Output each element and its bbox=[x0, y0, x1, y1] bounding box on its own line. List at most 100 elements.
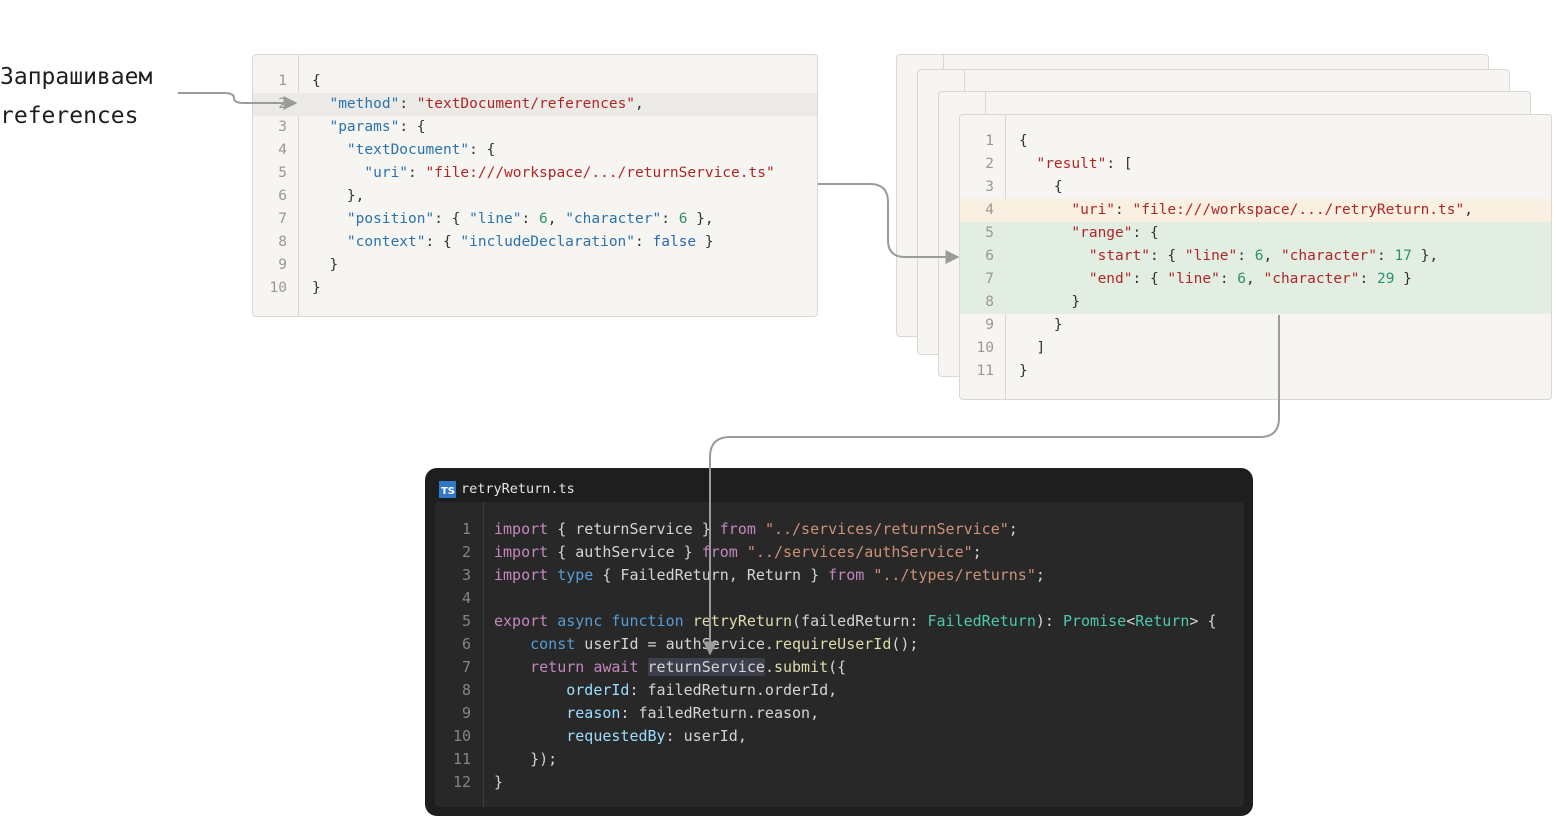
line-text: "params": { bbox=[312, 119, 426, 135]
line-text: import type { FailedReturn, Return } fro… bbox=[494, 566, 1045, 584]
line-number: 6 bbox=[461, 635, 471, 653]
line-text: "position": { "line": 6, "character": 6 … bbox=[312, 211, 714, 227]
response-line-7: 7 "end": { "line": 6, "character": 29 } bbox=[960, 268, 1551, 291]
line-number: 5 bbox=[985, 225, 994, 241]
line-number: 6 bbox=[985, 248, 994, 264]
request-line-8: 8 "context": { "includeDeclaration": fal… bbox=[253, 231, 817, 254]
line-text: { bbox=[1019, 133, 1028, 149]
line-text: reason: failedReturn.reason, bbox=[566, 704, 820, 722]
response-line-4: 4 "uri": "file:///workspace/.../retryRet… bbox=[960, 199, 1551, 222]
line-text: } bbox=[1019, 363, 1028, 379]
line-number: 9 bbox=[278, 257, 287, 273]
request-line-7: 7 "position": { "line": 6, "character": … bbox=[253, 208, 817, 231]
line-number: 7 bbox=[985, 271, 994, 287]
response-line-2: 2 "result": [ bbox=[960, 153, 1551, 176]
line-number: 3 bbox=[461, 566, 471, 584]
line-text: export async function retryReturn(failed… bbox=[494, 612, 1217, 630]
line-number: 2 bbox=[461, 543, 471, 561]
line-text: } bbox=[312, 257, 339, 273]
line-text: "start": { "line": 6, "character": 17 }, bbox=[1019, 248, 1439, 264]
code-editor: TS retryReturn.ts 1 import { returnServic… bbox=[425, 468, 1253, 816]
line-text: "textDocument": { bbox=[312, 142, 496, 158]
line-text: import { authService } from "../services… bbox=[494, 543, 982, 561]
line-number: 7 bbox=[278, 211, 287, 227]
request-line-5: 5 "uri": "file:///workspace/.../returnSe… bbox=[253, 162, 817, 185]
response-line-5: 5 "range": { bbox=[960, 222, 1551, 245]
line-text: } bbox=[1019, 317, 1063, 333]
line-text: "range": { bbox=[1019, 225, 1159, 241]
line-number: 5 bbox=[278, 165, 287, 181]
line-number: 9 bbox=[461, 704, 471, 722]
line-number: 8 bbox=[278, 234, 287, 250]
response-line-9: 9 } bbox=[960, 314, 1551, 337]
line-number: 3 bbox=[278, 119, 287, 135]
request-line-10: 10} bbox=[253, 277, 817, 300]
request-line-2: 2 "method": "textDocument/references", bbox=[253, 93, 817, 116]
editor-line-3: 3 import type { FailedReturn, Return } fr… bbox=[435, 564, 1244, 587]
line-number: 7 bbox=[461, 658, 471, 676]
line-text: orderId: failedReturn.orderId, bbox=[566, 681, 838, 699]
response-line-11: 11} bbox=[960, 360, 1551, 383]
line-text: } bbox=[1019, 294, 1081, 310]
line-text: }); bbox=[494, 750, 558, 768]
annotation-line-2: references bbox=[0, 103, 139, 129]
line-text: "uri": "file:///workspace/.../retryRetur… bbox=[1019, 202, 1473, 218]
line-text: { bbox=[312, 73, 321, 89]
line-text: const userId = authService.requireUserId… bbox=[530, 635, 919, 653]
editor-tab-title: retryReturn.ts bbox=[461, 481, 575, 497]
line-number: 1 bbox=[985, 133, 994, 149]
line-text: ] bbox=[1019, 340, 1046, 356]
line-number: 3 bbox=[985, 179, 994, 195]
response-line-10: 10 ] bbox=[960, 337, 1551, 360]
editor-line-4: 4 bbox=[435, 587, 1244, 610]
line-number: 6 bbox=[278, 188, 287, 204]
editor-body[interactable]: 1 import { returnService } from "../servi… bbox=[435, 502, 1244, 807]
response-line-8: 8 } bbox=[960, 291, 1551, 314]
line-text: "result": [ bbox=[1019, 156, 1133, 172]
line-text: "method": "textDocument/references", bbox=[312, 96, 644, 112]
line-text: { bbox=[1019, 179, 1063, 195]
editor-line-12: 12} bbox=[435, 771, 1244, 794]
response-json-panel: 1{2 "result": [3 {4 "uri": "file:///work… bbox=[959, 114, 1552, 400]
request-line-4: 4 "textDocument": { bbox=[253, 139, 817, 162]
line-number: 4 bbox=[985, 202, 994, 218]
editor-tab[interactable]: TS retryReturn.ts bbox=[439, 478, 575, 500]
typescript-file-icon: TS bbox=[439, 480, 456, 498]
editor-line-8: 8 orderId: failedReturn.orderId, bbox=[435, 679, 1244, 702]
line-text: import { returnService } from "../servic… bbox=[494, 520, 1018, 538]
line-number: 8 bbox=[985, 294, 994, 310]
line-number: 2 bbox=[985, 156, 994, 172]
line-number: 9 bbox=[985, 317, 994, 333]
editor-line-7: 7 return await returnService.submit({ bbox=[435, 656, 1244, 679]
annotation-label: Запрашиваем references bbox=[0, 58, 152, 136]
line-number: 1 bbox=[461, 520, 471, 538]
editor-line-5: 5 export async function retryReturn(faile… bbox=[435, 610, 1244, 633]
editor-line-9: 9 reason: failedReturn.reason, bbox=[435, 702, 1244, 725]
editor-line-2: 2 import { authService } from "../service… bbox=[435, 541, 1244, 564]
line-number: 10 bbox=[452, 727, 471, 745]
annotation-line-1: Запрашиваем bbox=[0, 64, 153, 90]
line-number: 10 bbox=[976, 340, 994, 356]
request-line-1: 1{ bbox=[253, 70, 817, 93]
line-number: 4 bbox=[278, 142, 287, 158]
line-number: 10 bbox=[269, 280, 287, 296]
line-text: } bbox=[312, 280, 321, 296]
line-number: 11 bbox=[452, 750, 471, 768]
line-number: 2 bbox=[278, 96, 287, 112]
editor-gutter bbox=[435, 502, 484, 807]
editor-line-1: 1 import { returnService } from "../servi… bbox=[435, 518, 1244, 541]
request-line-6: 6 }, bbox=[253, 185, 817, 208]
line-number: 11 bbox=[976, 363, 994, 379]
response-line-3: 3 { bbox=[960, 176, 1551, 199]
request-json-panel: 1{2 "method": "textDocument/references",… bbox=[252, 54, 818, 317]
editor-line-6: 6 const userId = authService.requireUser… bbox=[435, 633, 1244, 656]
line-text: } bbox=[494, 773, 504, 791]
line-text: }, bbox=[312, 188, 365, 204]
editor-line-10: 10 requestedBy: userId, bbox=[435, 725, 1244, 748]
line-number: 1 bbox=[278, 73, 287, 89]
response-line-6: 6 "start": { "line": 6, "character": 17 … bbox=[960, 245, 1551, 268]
line-text: "uri": "file:///workspace/.../returnServ… bbox=[312, 165, 775, 181]
request-gutter bbox=[253, 55, 299, 316]
line-number: 5 bbox=[461, 612, 471, 630]
line-number: 12 bbox=[452, 773, 471, 791]
